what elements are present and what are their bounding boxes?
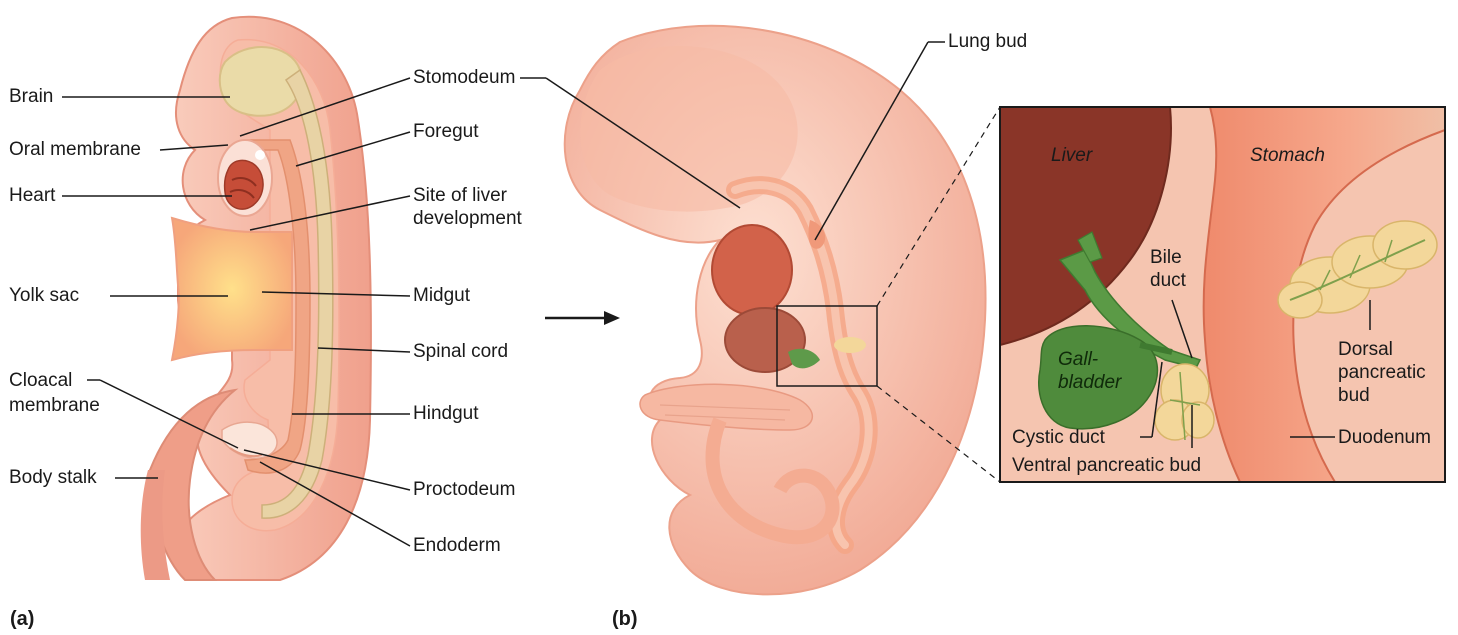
label-cloacal-membrane-1: Cloacal xyxy=(9,370,72,392)
embryo-b-heart xyxy=(712,225,792,315)
label-yolk-sac: Yolk sac xyxy=(9,285,79,307)
label-spinal-cord: Spinal cord xyxy=(413,341,508,363)
label-dorsal-1: Dorsal xyxy=(1338,339,1393,361)
label-dorsal-2: pancreatic xyxy=(1338,362,1426,384)
label-proctodeum: Proctodeum xyxy=(413,479,515,501)
label-cloacal-membrane-2: membrane xyxy=(9,395,100,417)
label-bile-duct-1: Bile xyxy=(1150,247,1182,269)
label-cystic-duct: Cystic duct xyxy=(1012,427,1105,449)
panel-label-b: (b) xyxy=(612,608,638,631)
embryo-b xyxy=(565,26,986,595)
label-stomodeum: Stomodeum xyxy=(413,67,515,89)
heart-shape xyxy=(225,160,263,209)
label-midgut: Midgut xyxy=(413,285,470,307)
embryo-section-a xyxy=(141,17,371,580)
label-foregut: Foregut xyxy=(413,121,478,143)
label-liver: Liver xyxy=(1051,145,1092,167)
label-lung-bud: Lung bud xyxy=(948,31,1027,53)
label-gallbladder-1: Gall- xyxy=(1058,349,1098,371)
label-bile-duct-2: duct xyxy=(1150,270,1186,292)
label-hindgut: Hindgut xyxy=(413,403,479,425)
label-gallbladder-2: bladder xyxy=(1058,372,1121,394)
label-dorsal-3: bud xyxy=(1338,385,1370,407)
label-oral-membrane: Oral membrane xyxy=(9,139,141,161)
label-site-liver-1: Site of liver xyxy=(413,185,507,207)
label-stomach: Stomach xyxy=(1250,145,1325,167)
label-duodenum: Duodenum xyxy=(1338,427,1431,449)
label-ventral-pancreatic-bud: Ventral pancreatic bud xyxy=(1012,455,1201,477)
label-heart: Heart xyxy=(9,185,55,207)
label-endoderm: Endoderm xyxy=(413,535,501,557)
yolk-sac-shape xyxy=(172,218,292,360)
label-brain: Brain xyxy=(9,86,53,108)
label-site-liver-2: development xyxy=(413,208,522,230)
panel-label-a: (a) xyxy=(10,608,34,631)
transition-arrow xyxy=(545,311,620,325)
label-body-stalk: Body stalk xyxy=(9,467,97,489)
